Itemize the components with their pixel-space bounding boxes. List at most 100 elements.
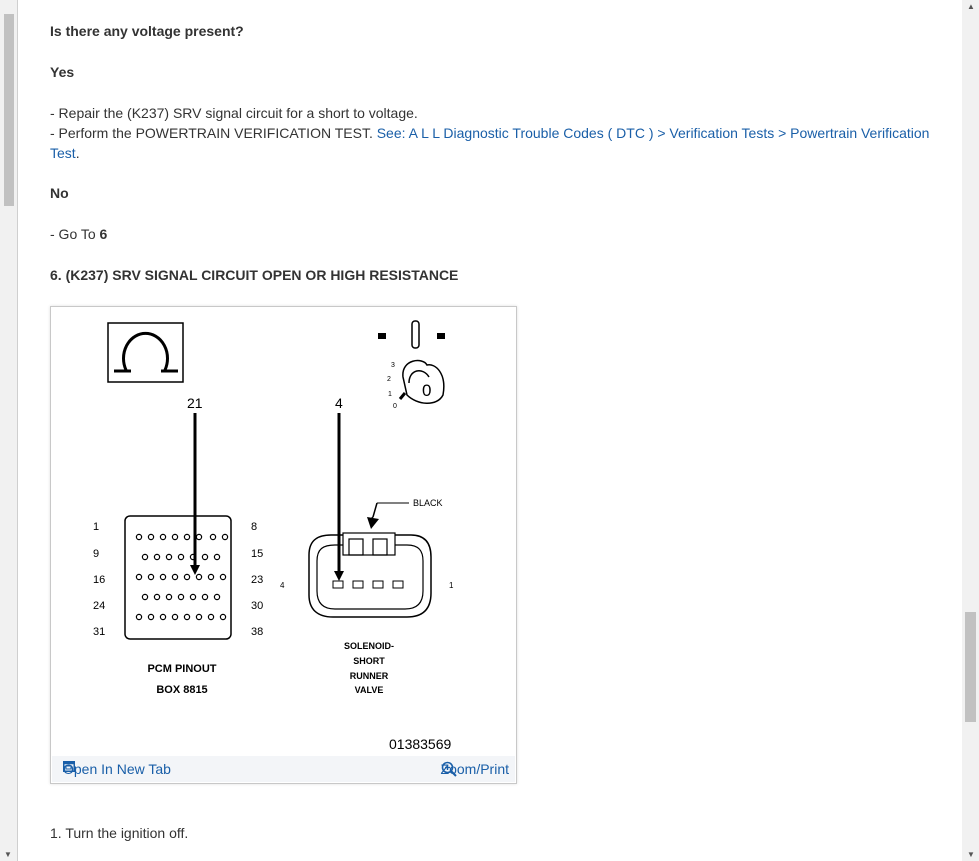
pcm-row-label: 1	[93, 521, 99, 533]
pcm-pin-hole	[159, 573, 167, 581]
period: .	[75, 145, 80, 161]
pcm-row-label: 31	[93, 626, 105, 638]
pcm-box-label: BOX 8815	[156, 684, 207, 696]
solenoid-pin-number: 4	[335, 395, 343, 411]
right-scrollbar-thumb[interactable]	[965, 612, 976, 722]
pcm-row-label: 16	[93, 574, 105, 586]
solenoid-probe-arrowhead	[334, 571, 344, 581]
solenoid-label: SHORT	[353, 656, 385, 666]
pcm-row-label: 8	[251, 521, 257, 533]
left-scrollbar-thumb[interactable]	[4, 14, 14, 206]
figure-toolbar: Open In New Tab Zoom/Print	[52, 756, 515, 782]
no-step-prefix: - Go To	[50, 226, 100, 242]
connector-pin-label: 1	[449, 581, 454, 590]
pcm-label: PCM PINOUT	[147, 663, 216, 675]
pcm-pin-hole	[195, 613, 203, 621]
scroll-down-arrow-icon[interactable]: ▼	[967, 850, 975, 859]
no-heading: No	[50, 185, 69, 201]
pcm-pin-hole	[209, 533, 217, 541]
pcm-pin-hole	[147, 573, 155, 581]
pcm-pin-hole	[183, 533, 191, 541]
yes-step-2: - Perform the POWERTRAIN VERIFICATION TE…	[50, 125, 929, 141]
pcm-row-label: 24	[93, 600, 105, 612]
ignition-number: 3	[391, 362, 395, 369]
zoom-print-button[interactable]: Zoom/Print	[441, 761, 509, 777]
step-1: 1. Turn the ignition off.	[50, 825, 189, 841]
question-text: Is there any voltage present?	[50, 23, 244, 39]
pcm-pin-hole	[195, 573, 203, 581]
connector-pin-label: 4	[280, 581, 285, 590]
pcm-pin-hole	[135, 573, 143, 581]
ohmmeter-icon	[107, 322, 184, 383]
open-new-tab-icon	[63, 761, 75, 772]
left-scrollbar[interactable]: ▼	[0, 0, 18, 861]
solenoid-label: SOLENOID-	[344, 641, 394, 651]
pcm-pin-hole	[171, 533, 179, 541]
solenoid-label: VALVE	[355, 685, 384, 695]
pcm-pin-hole	[183, 573, 191, 581]
pcm-pin-hole	[153, 593, 161, 601]
pcm-row-label: 9	[93, 548, 99, 560]
wiring-figure[interactable]: 3 2 1 0 0 21 4 1 9 16 24 31 8 15 23 30 3…	[50, 306, 517, 784]
zoom-in-icon	[441, 761, 457, 777]
pcm-pin-hole	[147, 533, 155, 541]
zoom-print-label: Zoom/Print	[440, 761, 509, 777]
pcm-pin-hole	[165, 593, 173, 601]
yes-step-2-text: - Perform the POWERTRAIN VERIFICATION TE…	[50, 125, 377, 141]
ignition-switch-icon: 3 2 1 0 0	[378, 320, 445, 410]
yes-step-1: - Repair the (K237) SRV signal circuit f…	[50, 105, 418, 121]
pcm-row-label: 15	[251, 548, 263, 560]
pcm-pin-hole	[141, 593, 149, 601]
open-in-new-tab-button[interactable]: Open In New Tab	[63, 761, 171, 777]
pcm-pin-hole	[171, 573, 179, 581]
ignition-number: 0	[393, 403, 397, 410]
pcm-pin-hole	[207, 573, 215, 581]
no-step-target: 6	[99, 226, 108, 242]
pcm-pin-hole	[135, 533, 143, 541]
pcm-pin-hole	[219, 573, 227, 581]
pcm-row-label: 23	[251, 574, 263, 586]
verification-test-link-cont[interactable]: Test	[50, 145, 76, 161]
pcm-pin-hole	[153, 553, 161, 561]
pcm-pin-hole	[221, 533, 229, 541]
pcm-pin-hole	[189, 593, 197, 601]
scroll-down-arrow-icon[interactable]: ▼	[4, 850, 12, 859]
pcm-pin-hole	[219, 613, 227, 621]
pcm-pin-hole	[147, 613, 155, 621]
pcm-pin-number: 21	[187, 395, 203, 411]
pcm-pin-hole	[201, 553, 209, 561]
pcm-pin-hole	[159, 533, 167, 541]
pcm-pin-hole	[207, 613, 215, 621]
pcm-row-label: 30	[251, 600, 263, 612]
pcm-pin-hole	[189, 553, 197, 561]
pcm-pin-hole	[213, 553, 221, 561]
verification-test-link[interactable]: See: A L L Diagnostic Trouble Codes ( DT…	[376, 125, 930, 141]
figure-id: 01383569	[389, 736, 452, 752]
pcm-pin-hole	[165, 553, 173, 561]
pcm-connector: 1 9 16 24 31 8 15 23 30 38 PCM PINOUT BO…	[93, 515, 263, 696]
ignition-number: 2	[387, 376, 391, 383]
solenoid-label: RUNNER	[350, 671, 389, 681]
pcm-pin-hole	[171, 613, 179, 621]
ignition-position: 0	[422, 381, 431, 400]
pcm-pin-hole	[135, 613, 143, 621]
pcm-pin-hole	[201, 593, 209, 601]
yes-heading: Yes	[50, 64, 75, 80]
pcm-pin-hole	[177, 553, 185, 561]
pcm-pin-hole	[159, 613, 167, 621]
section-heading: 6. (K237) SRV SIGNAL CIRCUIT OPEN OR HIG…	[50, 267, 459, 283]
scroll-up-arrow-icon[interactable]: ▲	[967, 2, 975, 11]
pcm-row-label: 38	[251, 626, 263, 638]
pcm-probe-arrowhead	[190, 565, 200, 575]
yes-step-2-cont: Test.	[50, 145, 80, 161]
no-step: - Go To 6	[50, 226, 107, 242]
pcm-pin-hole	[141, 553, 149, 561]
pcm-pin-hole	[183, 613, 191, 621]
pcm-pin-hole	[177, 593, 185, 601]
ignition-number: 1	[388, 391, 392, 398]
pcm-pin-hole	[213, 593, 221, 601]
connector-color-label: BLACK	[413, 498, 443, 508]
right-scrollbar[interactable]: ▲ ▼	[962, 0, 979, 861]
open-in-new-tab-label: Open In New Tab	[63, 761, 171, 777]
pcm-pin-hole	[195, 533, 203, 541]
